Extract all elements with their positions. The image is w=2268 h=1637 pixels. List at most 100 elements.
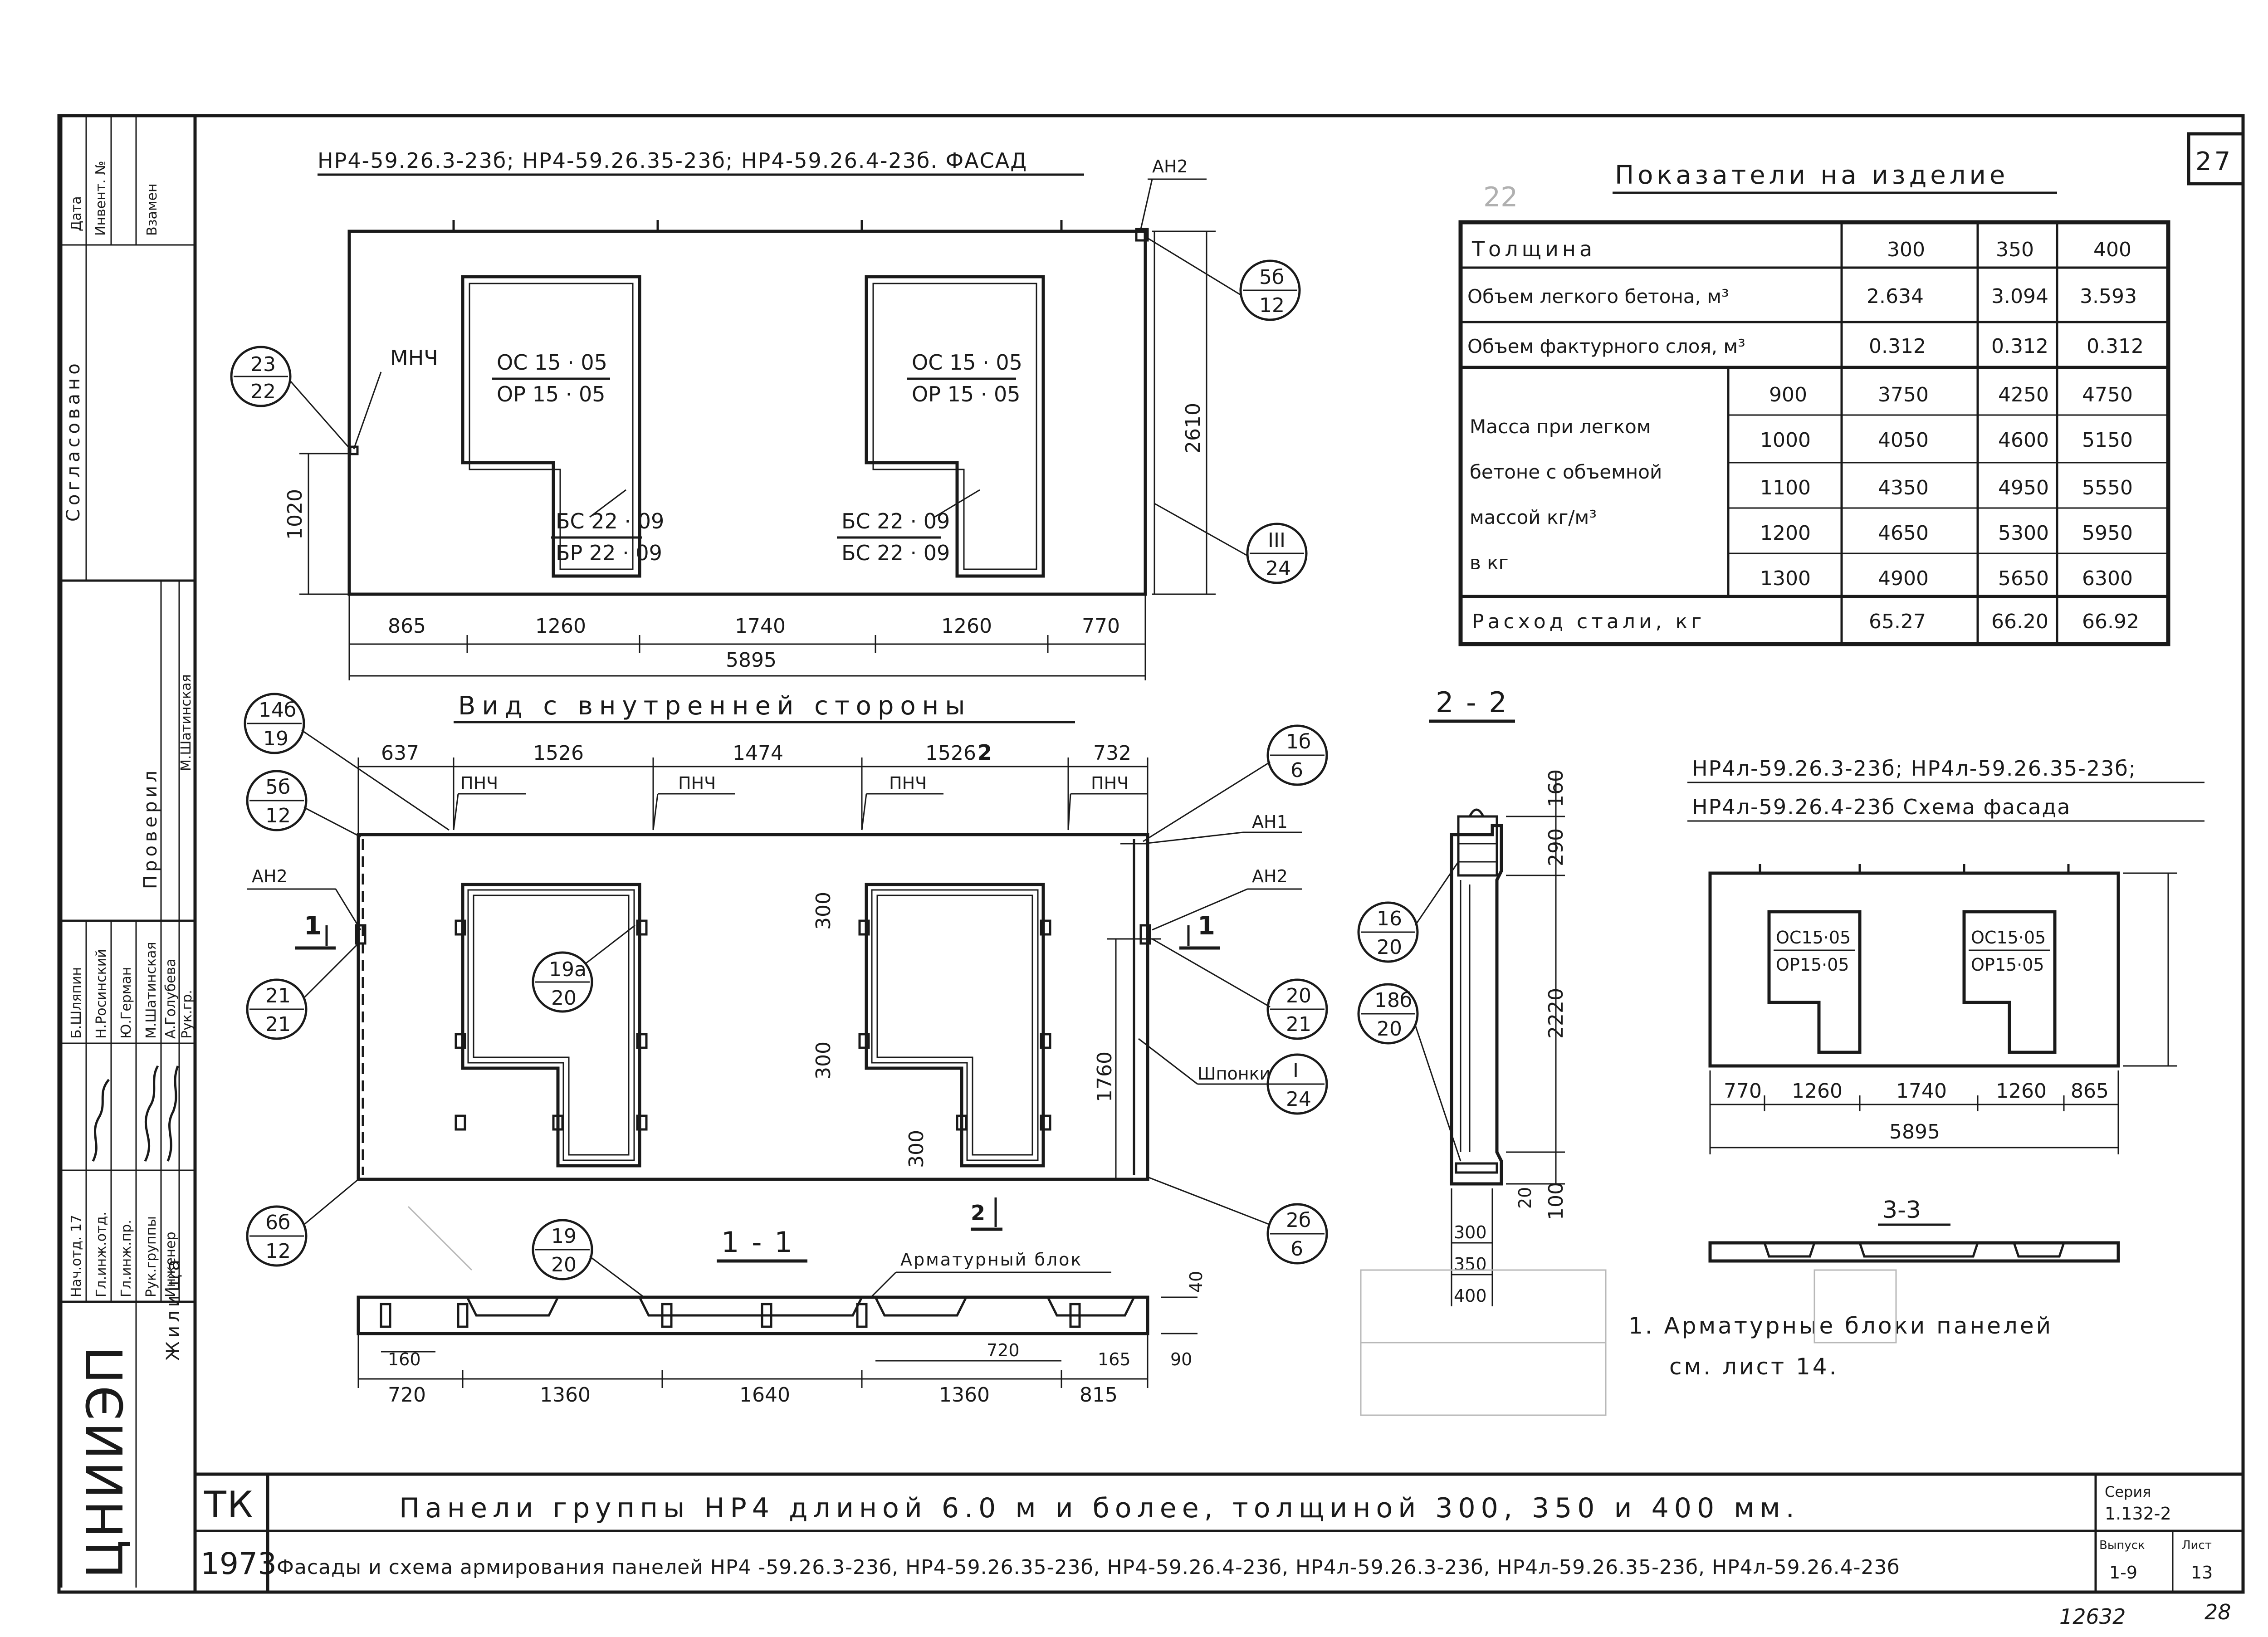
thickness-400: 400 [2093,238,2131,261]
section-2-bottom-marker: 2 [971,1201,985,1225]
section-1-1-dim-3: 1360 [939,1383,990,1407]
section-2-2-thickness-1: 350 [1454,1254,1487,1274]
inner-rebar-frame-1 [461,883,641,1168]
indicators-table: Показатели на изделие 22 Толщина 300 350… [1458,161,2170,646]
tk-label: ТК [204,1484,254,1526]
name-3: М.Шатинская [143,942,159,1039]
steel-400: 66.92 [2082,610,2139,633]
facade-dim-3: 1260 [941,615,992,638]
strip-signed-by: М.Шатинская [178,674,194,771]
inner-top-dim-3: 1526 [925,742,976,765]
list-label: Лист [2182,1539,2212,1552]
mass-density-3: 1200 [1760,522,1811,545]
vypusk-label: Выпуск [2099,1539,2145,1552]
mass-2-300: 4350 [1878,476,1929,499]
inner-dim-300a: 300 [812,892,835,930]
svg-text:2б: 2б [1286,1209,1311,1232]
facade-an2-label: АН2 [1152,156,1188,176]
signature-scribble-1 [92,1079,110,1162]
faint-stamp: 22 [1483,181,1518,213]
svg-text:14б: 14б [259,699,296,722]
facade-door2-top: БС 22 · 09 [841,509,950,533]
scheme-title-1: НР4л-59.26.3-23б; НР4л-59.26.35-23б; [1692,756,2136,781]
inner-rebar-studs-2 [858,919,1051,1131]
row-texture-label: Объем фактурного слоя, м³ [1467,335,1745,357]
facade-title: НР4-59.26.3-23б; НР4-59.26.35-23б; НР4-5… [318,148,1027,173]
pnch-label-2: ПНЧ [889,773,927,793]
section-1-1-dim-1: 1360 [540,1383,591,1407]
mass-0-300: 3750 [1878,383,1929,406]
row-texture-350: 0.312 [1991,335,2048,358]
facade-door1-top: БС 22 · 09 [556,509,664,533]
section-2-2-callout-16-20 [1357,901,1419,963]
facade-opening-1 [461,275,641,578]
inner-callout-19a-20 [532,951,593,1013]
archive-number: 12632 [2059,1604,2126,1629]
facade-opening-2 [865,275,1045,578]
inner-callout-21-21 [246,978,308,1040]
facade-panel-outline [347,230,1147,596]
svg-text:20: 20 [551,1253,577,1276]
facade-win2-top: ОС 15 · 05 [912,350,1022,375]
svg-text:19: 19 [551,1225,577,1248]
svg-text:24: 24 [1286,1088,1311,1111]
scheme-win2-bot: ОР15·05 [1971,955,2044,975]
role-5: Рук.гр. [179,990,195,1039]
thickness-300: 300 [1887,238,1925,261]
inner-dim-1760: 1760 [1093,1051,1116,1102]
facade-door2-bot: БС 22 · 09 [841,541,950,565]
inner-shponki-label: Шпонки [1198,1064,1271,1084]
row-concrete-350: 3.094 [1991,285,2048,308]
svg-text:6: 6 [1290,759,1303,782]
svg-text:1б: 1б [1286,730,1311,753]
section-1-1-slab [357,1295,1149,1335]
inner-callout-14b-19 [244,693,305,754]
steel-label: Расход стали, кг [1472,610,1705,633]
title-block: ТК 1973 Панели группы НР4 длиной 6.0 м и… [195,1472,2243,1592]
scheme-facade: НР4л-59.26.3-23б; НР4л-59.26.35-23б; НР4… [1687,756,2204,1154]
sheet-number: 27 [2195,147,2233,176]
left-strip: Дата Инвент. № Взамен Согласовано Провер… [60,116,195,1588]
sheet-frame [57,114,2245,1594]
mass-3-400: 5950 [2082,522,2133,545]
mass-density-0: 900 [1769,383,1807,406]
mass-1-400: 5150 [2082,429,2133,452]
title-line-1: Панели группы НР4 длиной 6.0 м и более, … [399,1492,1800,1524]
name-1: Н.Росинский [93,949,109,1039]
inner-rebar-frame-2 [865,883,1045,1168]
section-2-2-callout-18b-20 [1357,983,1419,1045]
scheme-dim-1: 1260 [1792,1080,1843,1103]
mass-1-350: 4600 [1998,429,2049,452]
svg-text:22: 22 [250,380,276,403]
facade-mnch-label: МНЧ [390,346,438,370]
steel-350: 66.20 [1991,610,2048,633]
role-2: Гл.инж.пр. [118,1220,134,1297]
section-3-3-slab [1708,1241,2120,1263]
section-3-3: 3-3 [1708,1197,2120,1263]
bleed-through-marks [407,1206,1897,1416]
inner-top-dim-1: 1526 [533,742,584,765]
svg-text:20: 20 [1286,984,1311,1007]
scheme-win2-top: ОС15·05 [1971,928,2046,948]
section-1-1-title: 1 - 1 [721,1226,794,1259]
svg-text:20: 20 [551,987,577,1010]
section-2-2-title: 2 - 2 [1436,686,1509,719]
inner-callout-5b-12 [246,770,308,831]
section-1-1-dim-40: 40 [1186,1271,1206,1293]
signature-scribble-2 [144,1065,159,1162]
strip-proveril: Проверил [140,767,161,889]
mass-3-300: 4650 [1878,522,1929,545]
mass-3-350: 5300 [1998,522,2049,545]
facade-dim-4: 770 [1082,615,1120,638]
section-1-1-callout [532,1219,593,1280]
scheme-dim-4: 865 [2071,1080,2109,1103]
role-4: Инженер [163,1231,179,1297]
year-label: 1973 [200,1546,277,1581]
scheme-opening-1 [1767,910,1862,1054]
svg-text:20: 20 [1377,1017,1402,1041]
mass-density-2: 1100 [1760,476,1811,499]
name-4: А.Голубева [163,958,179,1039]
mass-2-400: 5550 [2082,476,2133,499]
svg-text:18б: 18б [1374,989,1412,1012]
inner-rebar-studs-1 [455,919,648,1131]
